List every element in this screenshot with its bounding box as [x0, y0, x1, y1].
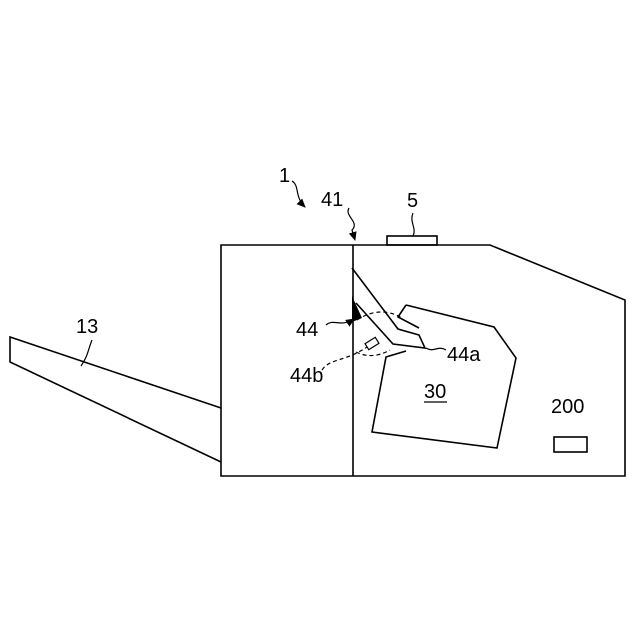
- label-41: 41: [321, 189, 343, 211]
- cartridge-tab: [398, 305, 419, 328]
- label-44a: 44a: [447, 344, 481, 366]
- housing-outline: [221, 245, 625, 476]
- leader-41: [348, 208, 355, 240]
- leader-44b: [322, 347, 367, 370]
- lever: [352, 268, 425, 348]
- tray: [10, 337, 221, 462]
- leader-1: [292, 181, 305, 207]
- leader-5: [412, 213, 414, 236]
- label-13: 13: [76, 316, 98, 338]
- label-44: 44: [296, 319, 318, 341]
- swing-arc-upper: [357, 312, 402, 320]
- label-200: 200: [551, 396, 584, 418]
- top-unit: [387, 236, 437, 245]
- label-44b: 44b: [290, 365, 323, 387]
- label-1: 1: [279, 165, 290, 187]
- leader-44: [326, 319, 354, 325]
- lever-part-b: [365, 337, 379, 349]
- cartridge-outline: [372, 305, 516, 448]
- label-5: 5: [407, 190, 418, 212]
- unit-box: [554, 437, 587, 452]
- leader-44a: [426, 348, 446, 350]
- label-30: 30: [424, 381, 446, 403]
